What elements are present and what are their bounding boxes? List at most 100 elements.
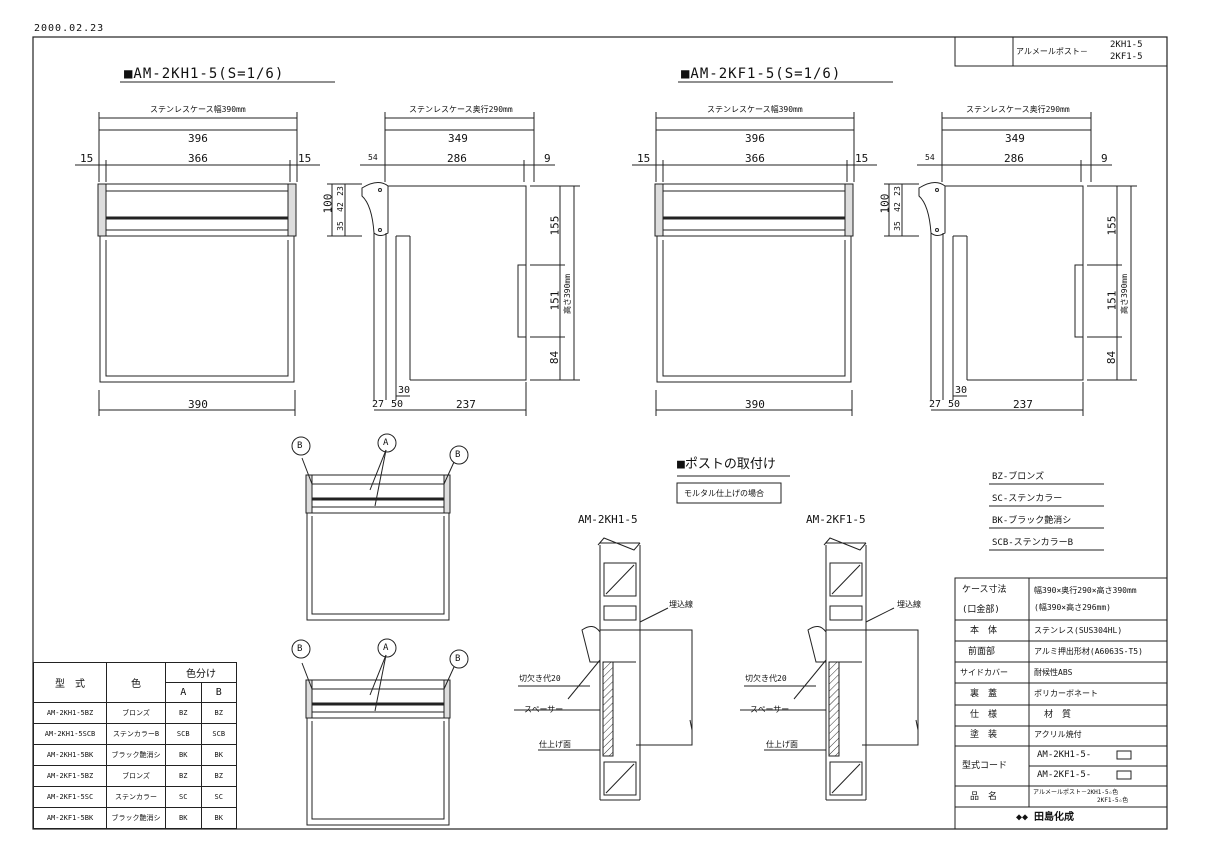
dim-front-total: 396 <box>188 132 208 145</box>
spacer-label: スペーサー <box>524 705 564 714</box>
legend-sc: SC-ステンカラー <box>992 494 1063 504</box>
table-cell: BZ <box>165 765 202 787</box>
table-cell: SCB <box>165 723 202 745</box>
dim-height-2: 151 <box>1105 290 1119 311</box>
table-cell: BK <box>165 807 202 829</box>
dim-lid-b: 42 <box>892 202 902 212</box>
table-cell: ブロンズ <box>106 702 166 724</box>
table-cell: SCB <box>200 723 237 745</box>
table-cell: BZ <box>200 765 237 787</box>
dim-lid-b: 42 <box>335 202 345 212</box>
height-label: 高さ390mm <box>1120 273 1130 315</box>
install-subtitle: モルタル仕上げの場合 <box>684 489 764 498</box>
install-sections <box>514 475 919 801</box>
spec-name-2: 2KF1-5☆色 <box>1097 797 1129 804</box>
dim-bottom-a: 27 <box>372 399 385 410</box>
dim-30: 30 <box>955 385 968 396</box>
dim-height-3: 84 <box>1105 350 1119 365</box>
title-block-model-2: 2KF1-5 <box>1110 52 1143 62</box>
spec-label-body: 本 体 <box>970 626 998 636</box>
dim-30: 30 <box>398 385 411 396</box>
spec-label-mouth: (口金部) <box>962 605 1000 615</box>
table-cell: AM-2KH1-5BZ <box>33 702 107 724</box>
dim-side-front: 54 <box>368 153 378 162</box>
dim-lid-a: 23 <box>892 186 902 196</box>
dim-bottom-c: 237 <box>1013 398 1033 411</box>
color-table-header-b: B <box>200 682 237 703</box>
dim-lid-a: 23 <box>335 186 345 196</box>
spec-label-paint: 塗 装 <box>970 730 998 740</box>
callout-b: B <box>455 450 461 460</box>
spec-code-2: AM-2KF1-5- <box>1037 770 1092 780</box>
dim-front-inner: 366 <box>188 152 208 165</box>
table-cell: ブラック艶消シ <box>106 807 166 829</box>
table-row: AM-2KH1-5BZ ブロンズ BZ BZ <box>33 702 237 724</box>
table-row: AM-2KF1-5BK ブラック艶消シ BK BK <box>33 807 237 829</box>
dim-height-1: 155 <box>1105 215 1119 236</box>
dim-bottom-b: 50 <box>948 399 961 410</box>
spec-value-side: 耐候性ABS <box>1034 668 1073 677</box>
left-view-title: ■AM-2KH1-5(S=1/6) <box>124 66 285 82</box>
case-depth-label: ステンレスケース奥行290mm <box>966 105 1070 114</box>
table-row: AM-2KH1-5BK ブラック艶消シ BK BK <box>33 744 237 766</box>
dim-front-bottom: 390 <box>745 398 765 411</box>
dim-front-side-right: 15 <box>855 152 869 165</box>
table-cell: BK <box>200 744 237 766</box>
dim-side-mid: 286 <box>1004 152 1024 165</box>
dim-front-inner: 366 <box>745 152 765 165</box>
table-row: AM-2KF1-5BZ ブロンズ BZ BZ <box>33 765 237 787</box>
spec-value-front: アルミ押出形材(A6063S-T5) <box>1034 647 1143 656</box>
dim-front-total: 396 <box>745 132 765 145</box>
title-block-product: アルメールポスト－ <box>1016 47 1088 56</box>
spec-name-label: 品 名 <box>970 792 998 802</box>
drawing-date: 2000.02.23 <box>34 23 105 34</box>
table-cell: SC <box>200 786 237 808</box>
dim-height-3: 84 <box>548 350 562 365</box>
height-label: 高さ390mm <box>563 273 573 315</box>
spec-code-1: AM-2KH1-5- <box>1037 750 1092 760</box>
callout-b: B <box>297 441 303 451</box>
spec-value-paint: アクリル焼付 <box>1034 730 1082 739</box>
dim-front-bottom: 390 <box>188 398 208 411</box>
callout-b: B <box>297 644 303 654</box>
color-table-header-a: A <box>165 682 202 703</box>
dim-front-side-left: 15 <box>80 152 94 165</box>
legend-scb: SCB-ステンカラーB <box>992 538 1074 548</box>
table-cell: BK <box>165 744 202 766</box>
finish-label: 仕上げ面 <box>766 740 798 749</box>
spec-label-spec: 仕 様 <box>970 710 998 720</box>
table-cell: ステンカラーB <box>106 723 166 745</box>
table-cell: AM-2KF1-5BZ <box>33 765 107 787</box>
dim-lid-c: 35 <box>335 221 345 231</box>
dim-side-back: 9 <box>544 152 551 165</box>
table-row: AM-2KH1-5SCB ステンカラーB SCB SCB <box>33 723 237 745</box>
spec-value-material: 材 質 <box>1044 710 1072 720</box>
install-model-right: AM-2KF1-5 <box>806 513 866 526</box>
color-table: 型 式 色 色分け A B AM-2KH1-5BZ ブロンズ BZ BZ AM-… <box>33 662 237 829</box>
spacer-label: スペーサー <box>750 705 790 714</box>
dim-side-mid: 286 <box>447 152 467 165</box>
case-width-label: ステンレスケース幅390mm <box>707 105 803 114</box>
case-depth-label: ステンレスケース奥行290mm <box>409 105 513 114</box>
cutout-label: 切欠き代20 <box>519 674 561 683</box>
dim-bottom-a: 27 <box>929 399 942 410</box>
spec-value-mouth: (幅390×高さ296mm) <box>1034 603 1111 612</box>
spec-value-body: ステンレス(SUS304HL) <box>1034 626 1123 635</box>
color-table-header-model: 型 式 <box>33 662 107 703</box>
dim-side-front: 54 <box>925 153 935 162</box>
case-width-label: ステンレスケース幅390mm <box>150 105 246 114</box>
embed-line-label: 埋込線 <box>669 600 693 609</box>
table-cell: ブロンズ <box>106 765 166 787</box>
install-title: ■ポストの取付け <box>677 457 776 472</box>
table-cell: SC <box>165 786 202 808</box>
table-cell: AM-2KF1-5BK <box>33 807 107 829</box>
dim-bottom-b: 50 <box>391 399 404 410</box>
table-cell: BK <box>200 807 237 829</box>
front-view-left <box>75 112 320 416</box>
side-view-left <box>327 112 580 416</box>
table-cell: AM-2KH1-5SCB <box>33 723 107 745</box>
table-cell: AM-2KF1-5SC <box>33 786 107 808</box>
legend-bz: BZ-ブロンズ <box>992 472 1045 482</box>
spec-label-back: 裏 蓋 <box>970 689 998 699</box>
spec-block-lines <box>954 577 1168 830</box>
